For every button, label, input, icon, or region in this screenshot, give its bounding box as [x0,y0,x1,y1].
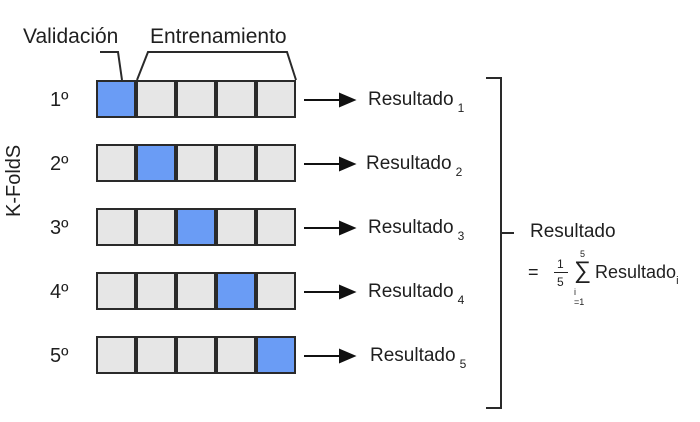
training-block [216,144,256,182]
training-block [96,144,136,182]
training-block [136,80,176,118]
training-block [176,144,216,182]
formula-frac-den: 5 [557,275,564,289]
formula-term: Resultadoi [595,263,679,287]
training-block [176,80,216,118]
training-block [216,80,256,118]
results-brace [486,77,514,409]
formula-equals: = [528,262,539,282]
training-block [136,272,176,310]
fold-result-2-text: Resultado [366,153,452,174]
training-block [256,272,296,310]
fold-result-3-index: 3 [457,229,465,243]
fold-result-3-text: Resultado [368,217,454,238]
fold-order-4: 4º [50,281,69,303]
formula-term-text: Resultado [595,262,677,282]
formula-sigma: ∑ [574,257,592,284]
training-block [216,208,256,246]
validation-bracket [100,51,123,81]
training-bracket [136,51,297,81]
validation-block [136,144,176,182]
formula-term-index: i [676,275,679,287]
fold-result-4-text: Resultado [368,281,454,302]
fold-result-1-text: Resultado [368,89,454,110]
validation-label: Validación [23,25,119,48]
training-block [96,272,136,310]
fold-order-3: 3º [50,217,69,239]
formula-sum-lower: i =1 [574,287,585,307]
fold-result-2-index: 2 [455,165,463,179]
training-block [176,272,216,310]
training-block [176,336,216,374]
formula-frac-num: 1 [557,257,564,271]
training-label: Entrenamiento [150,25,287,48]
fold-order-5: 5º [50,345,69,367]
training-block [96,208,136,246]
training-block [216,336,256,374]
fold-result-1-index: 1 [457,101,465,115]
fold-order-2: 2º [50,153,69,175]
formula-sum-upper: 5 [580,249,586,259]
formula-frac-bar [554,272,568,273]
validation-block [176,208,216,246]
final-result-label: Resultado [530,221,616,242]
training-block [136,336,176,374]
validation-block [216,272,256,310]
fold-order-1: 1º [50,89,69,111]
training-block [96,336,136,374]
training-block [256,80,296,118]
fold-result-5-index: 5 [459,357,467,371]
fold-result-4-index: 4 [457,293,465,307]
training-block [136,208,176,246]
validation-block [96,80,136,118]
training-block [256,208,296,246]
fold-result-5-text: Resultado [370,345,456,366]
fold-arrows [304,92,357,364]
validation-block [256,336,296,374]
training-block [256,144,296,182]
kfolds-axis-label: K-FoldS [3,144,25,217]
